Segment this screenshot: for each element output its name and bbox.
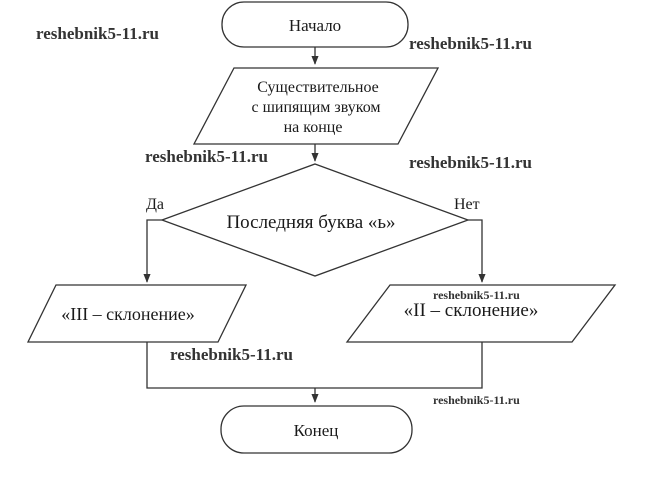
end-terminal-shape xyxy=(220,405,413,454)
watermark-text: reshebnik5-11.ru xyxy=(433,393,520,407)
no-output-shape xyxy=(345,284,617,343)
watermark-text: reshebnik5-11.ru xyxy=(409,34,532,53)
input-label-line1: Существительное xyxy=(257,79,379,96)
no-branch-label: Нет xyxy=(454,196,480,213)
end-label: Конец xyxy=(294,421,339,440)
yes-output-shape xyxy=(26,284,248,343)
watermark-text: reshebnik5-11.ru xyxy=(170,345,293,364)
connector-yes-merge xyxy=(146,342,315,389)
input-label-line3: на конце xyxy=(284,119,343,136)
connector-no-branch xyxy=(468,219,486,283)
watermark-text: reshebnik5-11.ru xyxy=(145,147,268,166)
connector-no-merge xyxy=(315,342,483,389)
input-shape xyxy=(192,67,440,145)
yes-branch-label: Да xyxy=(146,196,164,213)
watermark-text: reshebnik5-11.ru xyxy=(409,153,532,172)
input-label-line2: с шипящим звуком xyxy=(251,99,380,116)
no-output-label: «II – склонение» xyxy=(404,300,539,321)
yes-output-label: «III – склонение» xyxy=(61,304,195,324)
watermark-text: reshebnik5-11.ru xyxy=(36,24,159,43)
watermark-text: reshebnik5-11.ru xyxy=(433,288,520,302)
decision-shape xyxy=(160,163,470,277)
decision-label: Последняя буква «ь» xyxy=(226,212,395,233)
start-label: Начало xyxy=(289,16,341,35)
connector-yes-branch xyxy=(143,219,162,283)
